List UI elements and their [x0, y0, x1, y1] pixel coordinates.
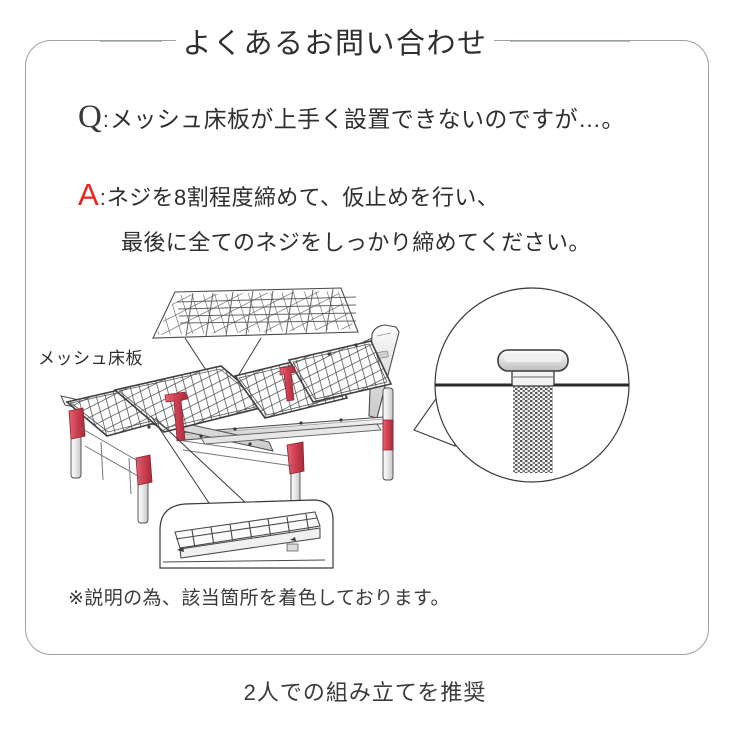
answer-marker: A: [78, 177, 99, 212]
leg-front-left: [68, 407, 86, 479]
screw-thread-shaft: [513, 385, 553, 473]
frame-rail-center: [200, 423, 382, 445]
detail-hardware-marks: [177, 537, 299, 552]
title-rule-right: [509, 40, 630, 42]
leg-band-highlight: [382, 419, 394, 451]
page-title: よくあるお問い合わせ: [176, 20, 494, 62]
detail-panel-bottom: [159, 499, 334, 569]
leader-line-detail-a: [150, 415, 212, 507]
leg-front-left-mid: [135, 454, 153, 524]
answer-colon: :: [99, 185, 106, 210]
question-text: メッシュ床板が上手く設置できないのですが…。: [109, 106, 625, 132]
disclaimer-note: ※説明の為、該当箇所を着色しております。: [68, 588, 450, 609]
page-title-block: よくあるお問い合わせ: [0, 20, 730, 62]
mesh-clip-2: [279, 365, 297, 402]
answer-line-2: 最後に全てのネジをしっかり締めてください。: [121, 230, 591, 255]
faq-answer-block: A : ネジを8割程度締めて、仮止めを行い、 最後に全てのネジをしっかり締めてく…: [78, 179, 678, 257]
footer-recommendation: 2人での組み立てを推奨: [243, 680, 487, 705]
detail-mesh-side-view: [162, 511, 326, 563]
screw-markers: [147, 343, 358, 446]
question-marker: Q: [78, 99, 102, 135]
title-rule-left: [100, 40, 163, 42]
mesh-floor-panels: [65, 340, 393, 437]
leg-bracket-highlight-2: [135, 454, 153, 486]
detail-panel-top: [152, 287, 359, 394]
mesh-clip-1: [164, 391, 189, 442]
bed-frame-assembly: [60, 324, 400, 524]
mesh-floor-label: メッシュ床板: [38, 349, 143, 368]
faq-block: Q : メッシュ床板が上手く設置できないのですが…。 A : ネジを8割程度締め…: [78, 100, 678, 257]
assembly-diagram-svg: [60, 287, 630, 569]
answer-line-1: ネジを8割程度締めて、仮止めを行い、: [106, 185, 500, 210]
leg-right: [382, 387, 394, 481]
assembly-diagram: [25, 268, 685, 573]
leg-bracket-highlight-3: [286, 441, 305, 475]
faq-answer-row: A : ネジを8割程度締めて、仮止めを行い、: [78, 179, 678, 212]
magnifier-callout: [413, 287, 630, 483]
frame-support-struts: [80, 427, 294, 495]
mesh-panel-4: [287, 340, 393, 403]
faq-question-row: Q : メッシュ床板が上手く設置できないのですが…。: [78, 100, 678, 134]
leader-line-detail-b: [154, 417, 248, 505]
mesh-clip-highlights: [164, 365, 297, 442]
leg-bracket-highlight-1: [68, 407, 86, 440]
question-colon: :: [102, 107, 109, 132]
